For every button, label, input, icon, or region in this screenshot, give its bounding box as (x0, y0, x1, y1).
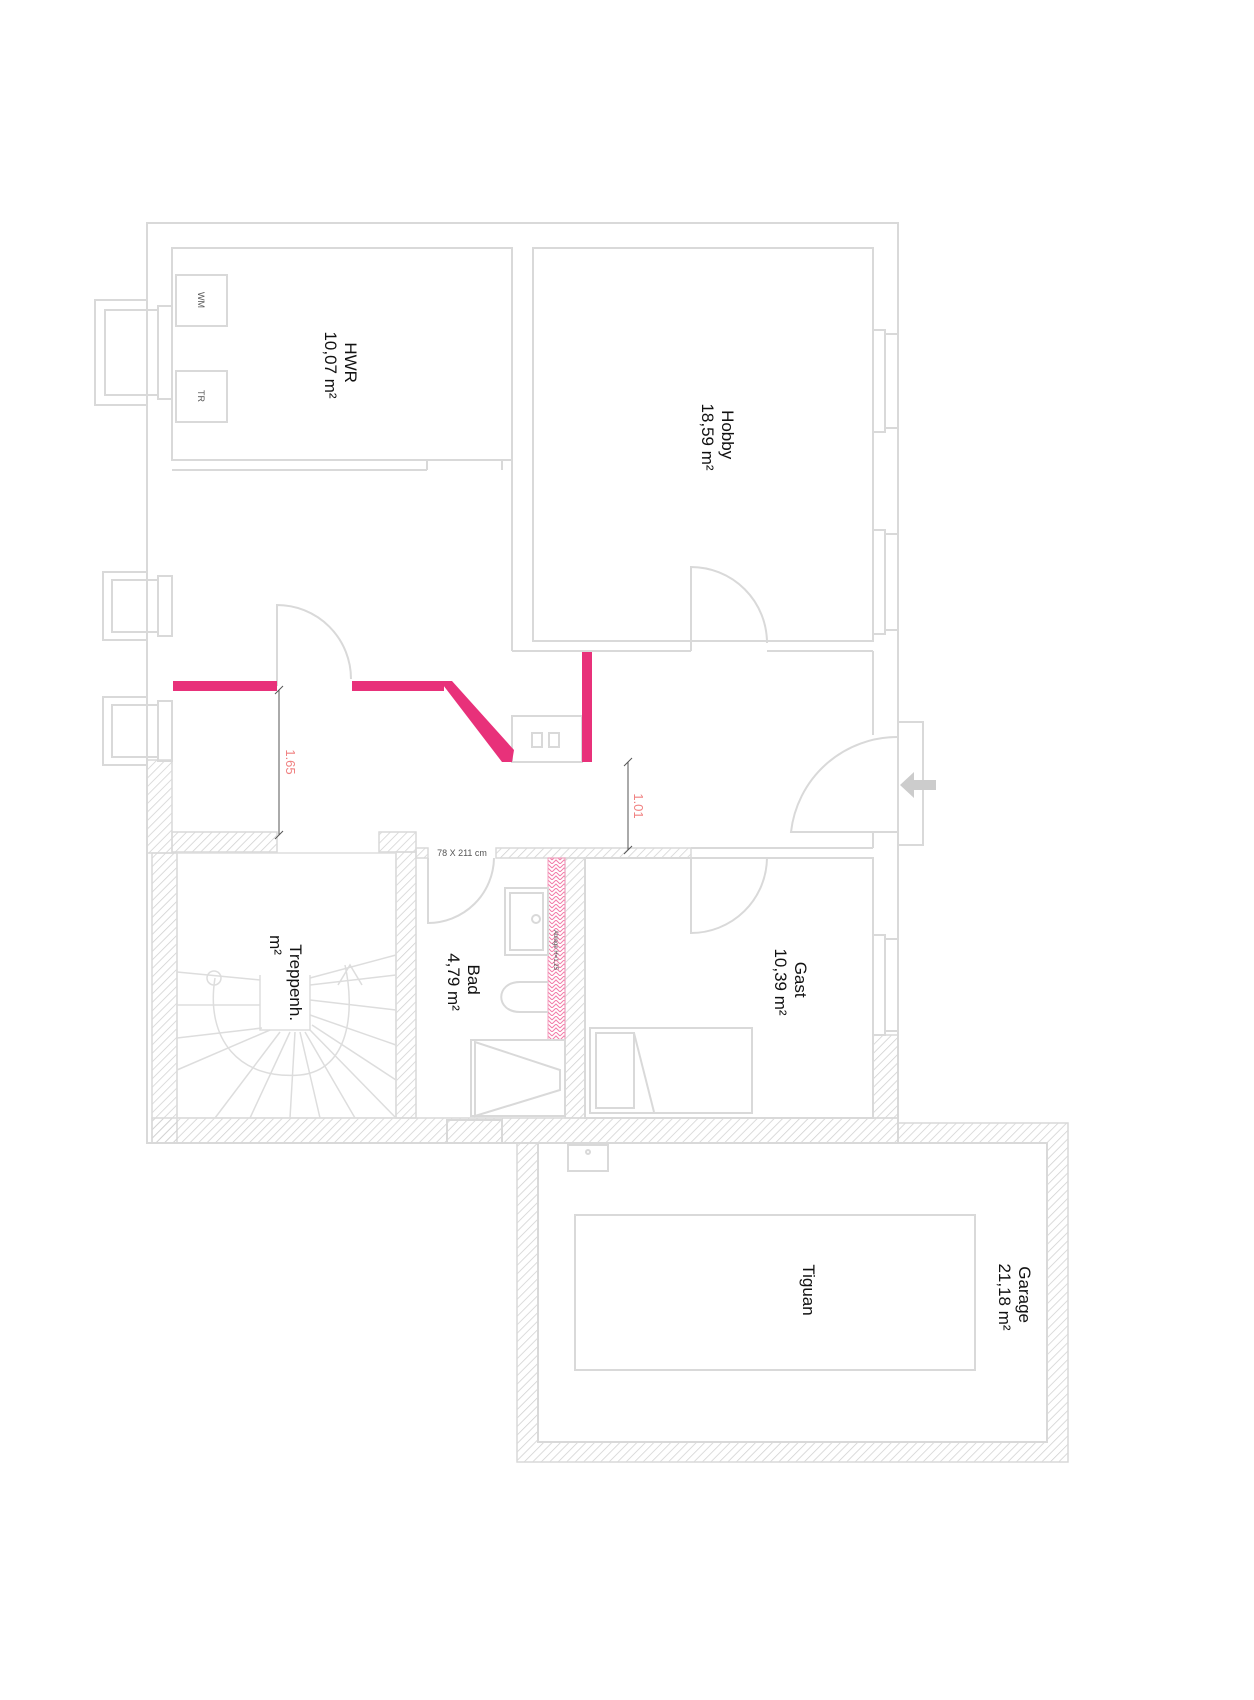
new-wall (352, 681, 444, 691)
room-name-hobby: Hobby (718, 410, 737, 460)
chimney (511, 715, 583, 763)
washer-box (175, 274, 228, 327)
garage-wall (516, 1122, 1069, 1463)
svg-text:Hobby 18,59 m²: Hobby 18,59 m² (698, 403, 737, 470)
sink (504, 887, 549, 956)
entrance-arrow-icon (900, 772, 936, 798)
new-wall (440, 681, 514, 762)
shelf-label: Ablage H=1,25 (552, 930, 558, 971)
door-size-label: 78 X 211 cm (437, 848, 487, 858)
room-area-bad: 4,79 m² (444, 953, 463, 1011)
svg-text:Gast 10,39 m²: Gast 10,39 m² (771, 948, 810, 1015)
hatched-wall (495, 847, 692, 859)
dryer-box (175, 370, 228, 423)
car-label: Tiguan (799, 1264, 818, 1315)
room-name-gast: Gast (791, 962, 810, 998)
dimension-left: 1.65 (283, 749, 298, 774)
room-area-hwr: 10,07 m² (321, 331, 340, 398)
room-name-stair: Treppenh. (286, 944, 305, 1021)
toilet (500, 981, 548, 1013)
hatched-wall (395, 851, 417, 1119)
room-area-garage: 21,18 m² (995, 1263, 1014, 1330)
hatched-wall (151, 1117, 899, 1144)
room-name-bad: Bad (464, 965, 483, 995)
hatched-wall (171, 831, 278, 853)
hatched-wall (378, 831, 417, 853)
room-hobby (532, 247, 874, 642)
garage-sink (567, 1144, 609, 1172)
room-gast (584, 857, 874, 1119)
svg-text:Bad 4,79 m²: Bad 4,79 m² (444, 953, 483, 1011)
hatched-wall (564, 857, 586, 1119)
room-area-hobby: 18,59 m² (698, 403, 717, 470)
dimension-right: 1.01 (631, 793, 646, 818)
new-wall (582, 652, 592, 762)
room-name-garage: Garage (1015, 1266, 1034, 1323)
room-area-gast: 10,39 m² (771, 948, 790, 1015)
room-garage (537, 1142, 1048, 1443)
hatched-wall (151, 852, 178, 1144)
hatched-wall (415, 847, 429, 859)
new-wall (173, 681, 277, 691)
svg-text:HWR 10,07 m²: HWR 10,07 m² (321, 331, 360, 398)
hatched-wall (146, 759, 173, 854)
svg-text:Garage 21,18 m²: Garage 21,18 m² (995, 1263, 1034, 1330)
bed (589, 1027, 753, 1114)
svg-text:Treppenh. m²: Treppenh. m² (266, 935, 305, 1026)
car (574, 1214, 976, 1371)
bathtub (470, 1039, 566, 1117)
dryer-label: TR (196, 390, 206, 402)
washer-label: WM (196, 292, 206, 308)
room-name-hwr: HWR (341, 342, 360, 383)
staircase (176, 852, 397, 1119)
room-area-stair: m² (266, 935, 285, 955)
hatched-wall (872, 1034, 899, 1119)
